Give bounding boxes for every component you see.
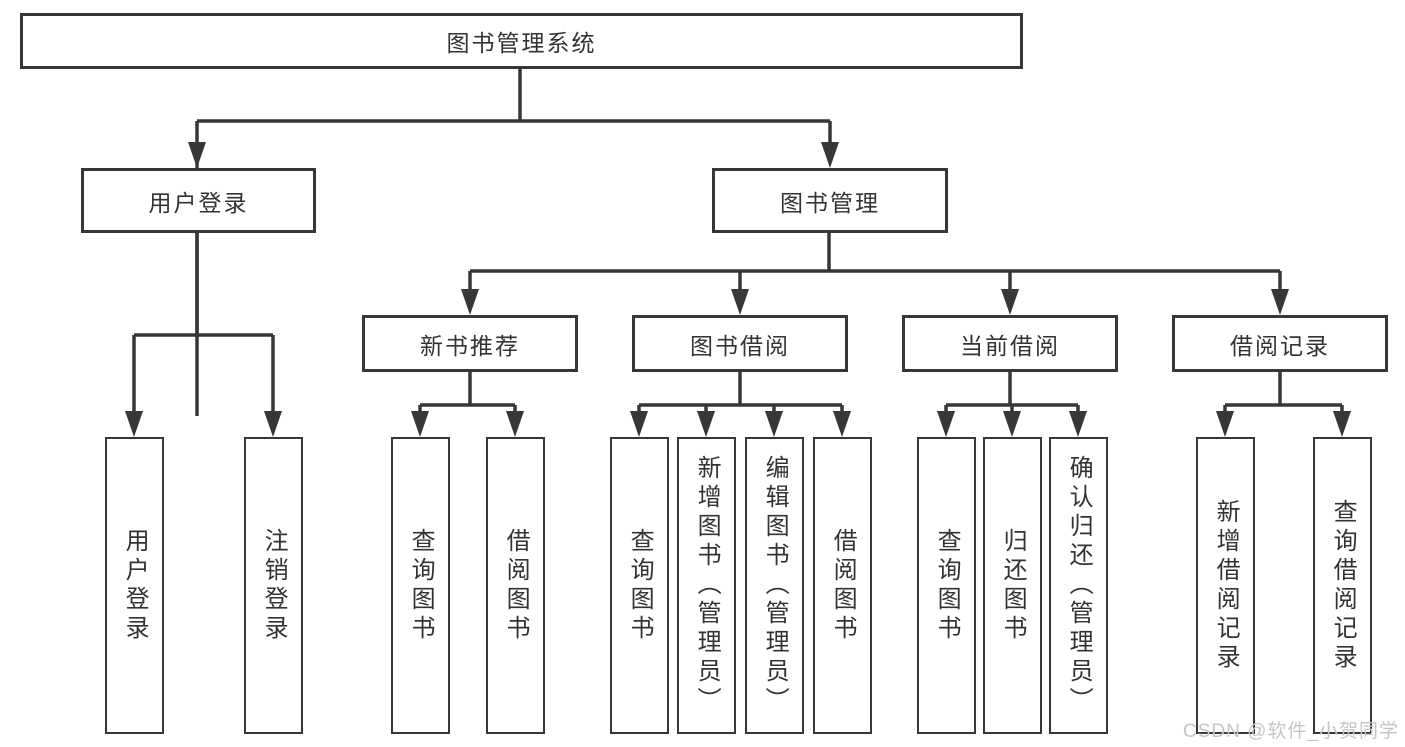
leaf-query-borrow-record: 查询借阅记录 <box>1313 437 1372 734</box>
arrowhead-icon <box>1271 289 1289 315</box>
arrowhead-icon <box>1001 289 1019 315</box>
node-borrow-records: 借阅记录 <box>1172 315 1388 372</box>
node-user-login: 用户登录 <box>81 168 316 233</box>
node-borrow-records-label: 借阅记录 <box>1230 332 1330 359</box>
leaf-edit-book-admin-label: 编辑图书（管理员） <box>761 455 789 716</box>
leaf-user-login-label: 用户登录 <box>121 527 149 644</box>
connector-new-book-split <box>418 372 517 416</box>
connector-book-mgmt-split <box>468 233 1282 295</box>
leaf-borrow-books-recommend: 借阅图书 <box>486 437 545 734</box>
connector-borrow-record-split <box>1223 372 1344 416</box>
leaf-confirm-return-admin-label: 确认归还（管理员） <box>1065 455 1093 716</box>
node-user-login-label: 用户登录 <box>148 189 249 216</box>
leaf-query-books-current-label: 查询图书 <box>933 527 961 644</box>
arrowhead-icon <box>937 411 955 437</box>
arrowhead-icon <box>125 411 143 437</box>
node-new-book-recommend: 新书推荐 <box>362 315 578 372</box>
leaf-add-borrow-record-label: 新增借阅记录 <box>1212 498 1240 673</box>
arrowhead-icon <box>833 411 851 437</box>
arrowhead-icon <box>697 411 715 437</box>
arrowhead-icon <box>506 411 524 437</box>
arrowhead-icon <box>731 289 749 315</box>
connector-root-split <box>195 69 832 416</box>
arrowhead-icon <box>188 142 206 168</box>
connector-book-borrow-split <box>637 372 844 416</box>
leaf-borrow-books-recommend-label: 借阅图书 <box>502 527 530 644</box>
arrowhead-icon <box>1216 411 1234 437</box>
leaf-query-borrow-record-label: 查询借阅记录 <box>1329 498 1357 673</box>
arrowhead-icon <box>1003 411 1021 437</box>
node-root-label: 图书管理系统 <box>446 30 597 56</box>
arrowhead-icon <box>765 411 783 437</box>
node-book-borrowing-label: 图书借阅 <box>690 332 790 359</box>
leaf-logout-label: 注销登录 <box>260 527 288 644</box>
leaf-return-book-label: 归还图书 <box>999 527 1027 644</box>
arrowhead-icon <box>411 411 429 437</box>
leaf-borrow-books-borrowing-label: 借阅图书 <box>829 527 857 644</box>
arrowhead-icon <box>1333 411 1351 437</box>
leaf-edit-book-admin: 编辑图书（管理员） <box>745 437 804 734</box>
arrowhead-icon <box>264 411 282 437</box>
arrowhead-icon <box>821 142 839 168</box>
node-book-management-label: 图书管理 <box>780 189 880 216</box>
leaf-add-book-admin: 新增图书（管理员） <box>677 437 736 734</box>
node-book-borrowing: 图书借阅 <box>632 315 848 372</box>
csdn-watermark: CSDN @软件_小贺同学 <box>1183 721 1399 742</box>
leaf-query-books-borrowing: 查询图书 <box>610 437 669 734</box>
node-book-management: 图书管理 <box>712 168 948 233</box>
leaf-query-books-recommend: 查询图书 <box>391 437 450 734</box>
node-current-borrowing-label: 当前借阅 <box>960 332 1060 359</box>
leaf-user-login: 用户登录 <box>105 437 164 734</box>
leaf-return-book: 归还图书 <box>983 437 1042 734</box>
leaf-add-borrow-record: 新增借阅记录 <box>1196 437 1255 734</box>
node-root: 图书管理系统 <box>20 13 1023 69</box>
leaf-query-books-borrowing-label: 查询图书 <box>626 527 654 644</box>
connector-current-borrow-split <box>944 372 1080 416</box>
leaf-logout: 注销登录 <box>244 437 303 734</box>
leaf-query-books-current: 查询图书 <box>917 437 976 734</box>
leaf-confirm-return-admin: 确认归还（管理员） <box>1049 437 1108 734</box>
arrowhead-icon <box>1069 411 1087 437</box>
node-current-borrowing: 当前借阅 <box>902 315 1118 372</box>
arrowhead-icon <box>630 411 648 437</box>
leaf-add-book-admin-label: 新增图书（管理员） <box>693 455 721 716</box>
arrowheads <box>125 142 1351 437</box>
node-new-book-recommend-label: 新书推荐 <box>420 332 520 359</box>
leaf-query-books-recommend-label: 查询图书 <box>407 527 435 644</box>
arrowhead-icon <box>461 289 479 315</box>
connector-user-login-split <box>132 233 275 416</box>
leaf-borrow-books-borrowing: 借阅图书 <box>813 437 872 734</box>
connector-lines <box>132 69 1344 416</box>
